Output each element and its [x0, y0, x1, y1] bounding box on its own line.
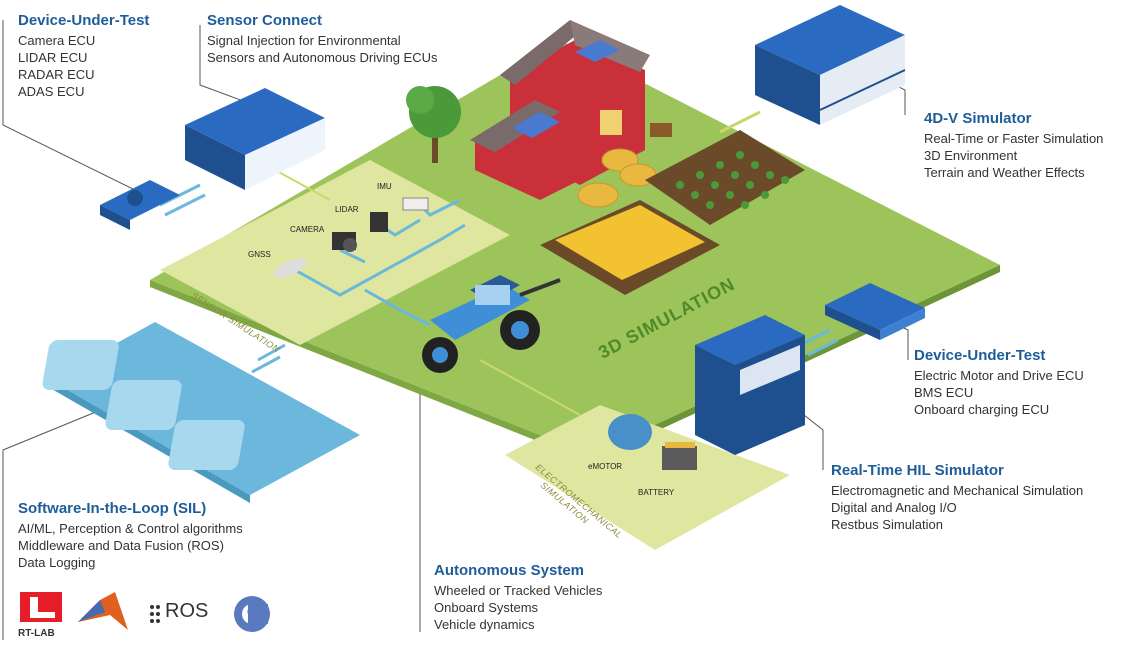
hil-line: Digital and Analog I/O	[831, 500, 957, 515]
crop-field	[645, 130, 805, 225]
rtlab-logo-text: RT-LAB	[18, 628, 55, 639]
dut-right-block: Device-Under-Test Electric Motor and Dri…	[914, 347, 1084, 418]
logo-graphics	[20, 592, 270, 632]
simulator-4dv-title: 4D-V Simulator	[924, 110, 1032, 127]
sil-title: Software-In-the-Loop (SIL)	[18, 500, 207, 517]
sensor-connect-line: Signal Injection for Environmental	[207, 33, 401, 48]
dut-right-line: Onboard charging ECU	[914, 402, 1050, 417]
sensor-icons	[273, 197, 429, 278]
tree-illustration	[406, 86, 461, 163]
dut-top-block: Device-Under-Test Camera ECU LIDAR ECU R…	[18, 12, 149, 100]
sil-block: Software-In-the-Loop (SIL) AI/ML, Percep…	[18, 500, 243, 571]
sensor-connect-line: Sensors and Autonomous Driving ECUs	[207, 50, 438, 65]
dut-top-line: ADAS ECU	[18, 84, 85, 99]
simulator-4dv-line: Terrain and Weather Effects	[924, 165, 1085, 180]
hil-rack	[695, 315, 805, 455]
hil-line: Restbus Simulation	[831, 517, 943, 532]
sensor-connect-title: Sensor Connect	[207, 12, 323, 29]
cpp-logo-text: C++	[247, 607, 265, 617]
autonomous-line: Vehicle dynamics	[434, 617, 535, 632]
sil-line: AI/ML, Perception & Control algorithms	[18, 521, 243, 536]
simulator-4dv-rack	[755, 5, 906, 125]
flow-lines	[274, 169, 581, 416]
sensor-connect-block: Sensor Connect Signal Injection for Envi…	[207, 12, 438, 66]
lidar-label: LIDAR	[335, 205, 359, 214]
barn-illustration	[470, 20, 672, 200]
dut-right-title: Device-Under-Test	[914, 347, 1046, 364]
sensor-network-lines	[294, 198, 466, 327]
electromechanical-icons	[608, 414, 697, 470]
tractor-illustration	[422, 275, 561, 373]
hil-line: Electromagnetic and Mechanical Simulatio…	[831, 483, 1084, 498]
dut-right-line: BMS ECU	[914, 385, 974, 400]
dut-top-title: Device-Under-Test	[18, 12, 150, 29]
imu-label: IMU	[377, 182, 392, 191]
autonomous-title: Autonomous System	[434, 562, 585, 579]
autonomous-block: Autonomous System Wheeled or Tracked Veh…	[434, 562, 602, 633]
hay-bales	[577, 148, 657, 208]
electromechanical-zone	[505, 405, 790, 550]
emotor-label: eMOTOR	[588, 462, 623, 471]
dut-top-line: RADAR ECU	[18, 67, 95, 82]
simulator-4dv-block: 4D-V Simulator Real-Time or Faster Simul…	[924, 110, 1103, 181]
hil-block: Real-Time HIL Simulator Electromagnetic …	[831, 462, 1083, 533]
dut-top-device	[100, 88, 325, 230]
gnss-label: GNSS	[248, 250, 271, 259]
sil-platform	[42, 322, 360, 503]
simulator-4dv-line: Real-Time or Faster Simulation	[924, 131, 1104, 146]
dut-top-line: Camera ECU	[18, 33, 96, 48]
sil-line: Middleware and Data Fusion (ROS)	[18, 538, 224, 553]
sil-line: Data Logging	[18, 555, 96, 570]
dut-top-line: LIDAR ECU	[18, 50, 88, 65]
simulator-4dv-line: 3D Environment	[924, 148, 1018, 163]
wheat-field	[540, 200, 720, 295]
battery-label: BATTERY	[638, 488, 675, 497]
dut-right-line: Electric Motor and Drive ECU	[914, 368, 1084, 383]
ros-logo-text: ROS	[165, 600, 209, 622]
autonomous-line: Wheeled or Tracked Vehicles	[434, 583, 603, 598]
dut-right-device	[825, 283, 925, 340]
autonomous-line: Onboard Systems	[434, 600, 539, 615]
hil-title: Real-Time HIL Simulator	[831, 462, 1004, 479]
camera-label: CAMERA	[290, 225, 325, 234]
